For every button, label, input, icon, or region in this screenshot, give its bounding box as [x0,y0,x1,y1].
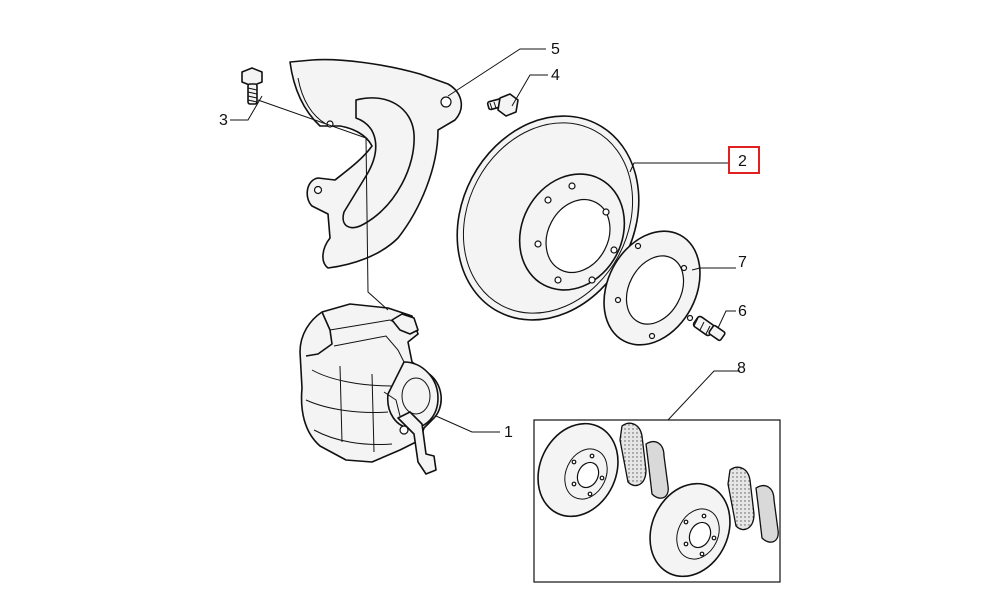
disc-screw[interactable] [692,315,726,342]
shield-bolt-3[interactable] [241,67,263,105]
callout-3[interactable]: 3 [219,112,228,129]
leader-lines [230,48,740,433]
shield-bolt-4[interactable] [486,93,519,117]
hub-ring-plate[interactable] [585,214,719,361]
callout-5[interactable]: 5 [551,41,560,58]
callout-2[interactable]: 2 [738,153,747,170]
callout-6[interactable]: 6 [738,303,747,320]
callout-7[interactable]: 7 [738,254,747,271]
callout-4[interactable]: 4 [551,67,560,84]
disc-pad-kit[interactable] [523,410,781,589]
brake-caliper[interactable] [299,303,442,475]
callout-2-highlight-box [728,146,760,174]
callout-8[interactable]: 8 [737,360,746,377]
callout-labels: 1 2 3 4 5 6 7 8 [219,41,760,441]
callout-1[interactable]: 1 [504,424,513,441]
dust-shield[interactable] [289,58,463,269]
